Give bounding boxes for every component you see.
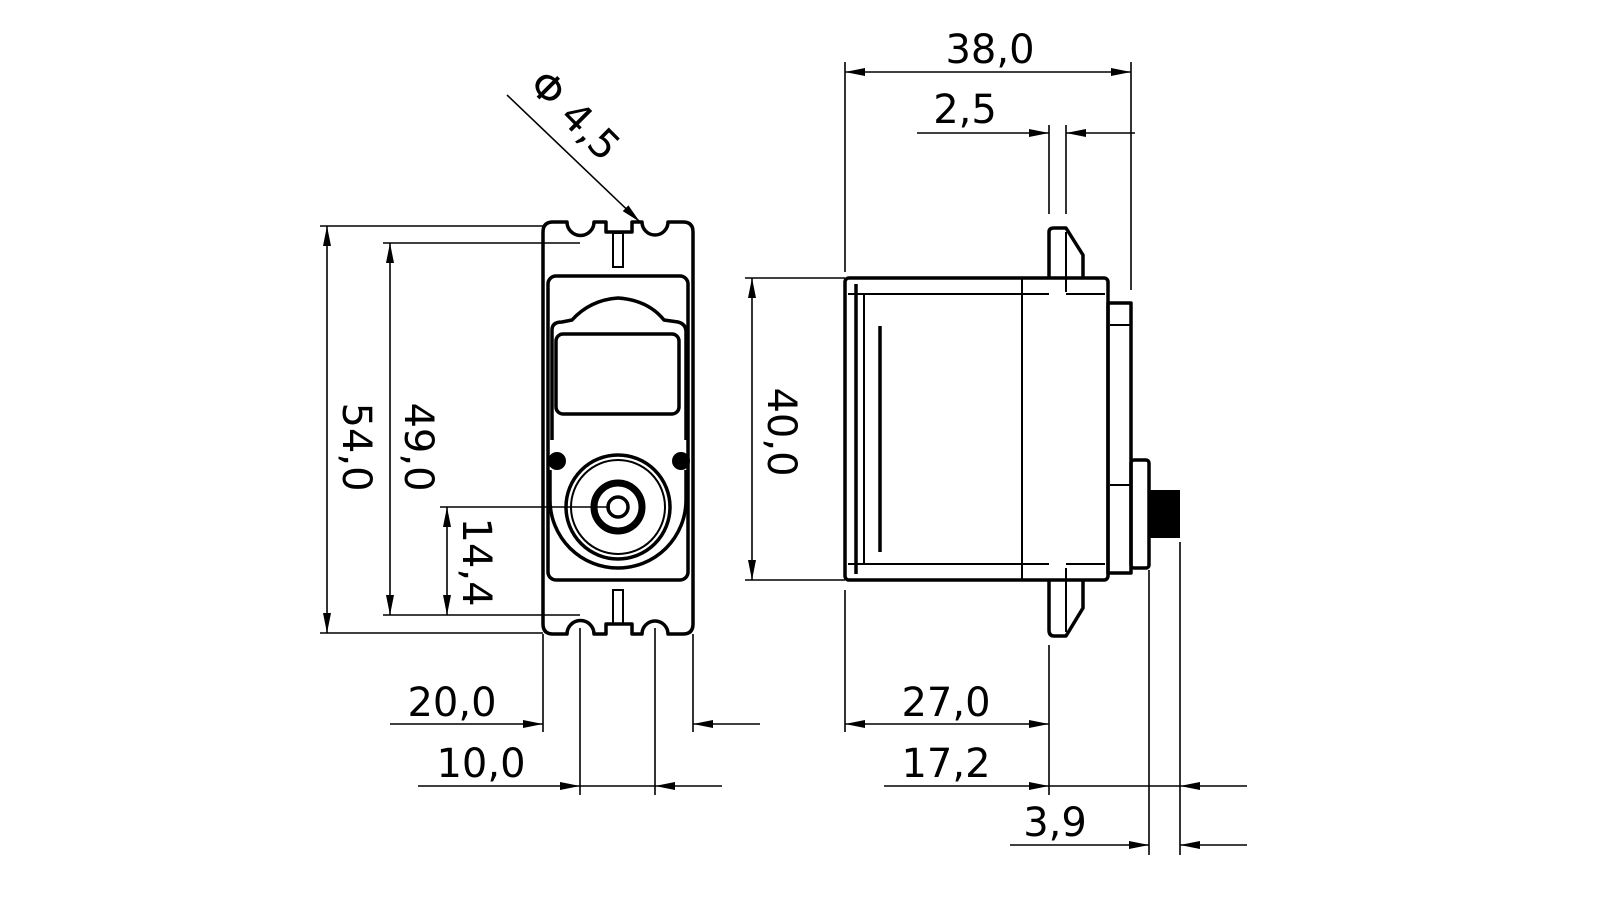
front-view xyxy=(541,220,695,636)
top-slot xyxy=(612,232,624,268)
label-window xyxy=(554,332,681,416)
dim-20: 20,0 xyxy=(407,680,496,726)
gear-cover xyxy=(1106,301,1133,575)
side-view xyxy=(843,226,1180,638)
side-body xyxy=(843,276,1110,582)
dimension-lines xyxy=(323,68,1247,849)
dim-27: 27,0 xyxy=(901,680,990,726)
dim-40: 40,0 xyxy=(758,387,804,476)
diameter-leader xyxy=(506,94,641,223)
shaft-hole xyxy=(606,495,630,519)
dimension-labels: 54,0 49,0 14,4 40,0 Φ 4,5 20,0 10,0 38,0… xyxy=(333,27,1087,846)
dim-14-4: 14,4 xyxy=(453,517,499,606)
horn-hub xyxy=(1129,458,1151,570)
dim-diameter-4-5: Φ 4,5 xyxy=(520,61,629,170)
gear-housing-curve xyxy=(548,470,688,570)
mounting-flange-top xyxy=(1047,226,1085,278)
screw-left-icon xyxy=(548,452,566,470)
dim-49: 49,0 xyxy=(395,402,441,491)
dim-17-2: 17,2 xyxy=(901,741,990,787)
case-top-cover xyxy=(550,296,688,440)
dim-54: 54,0 xyxy=(333,402,379,491)
output-shaft xyxy=(1150,490,1180,538)
extension-lines xyxy=(320,62,1181,855)
dim-2-5: 2,5 xyxy=(933,87,997,133)
mounting-tab-outline xyxy=(541,220,695,636)
bottom-slot xyxy=(612,589,624,625)
mounting-flange-bottom xyxy=(1047,580,1085,638)
dim-38: 38,0 xyxy=(945,27,1034,73)
screw-right-icon xyxy=(672,452,690,470)
case-outline xyxy=(546,274,690,582)
dim-10: 10,0 xyxy=(436,741,525,787)
dim-3-9: 3,9 xyxy=(1023,800,1087,846)
